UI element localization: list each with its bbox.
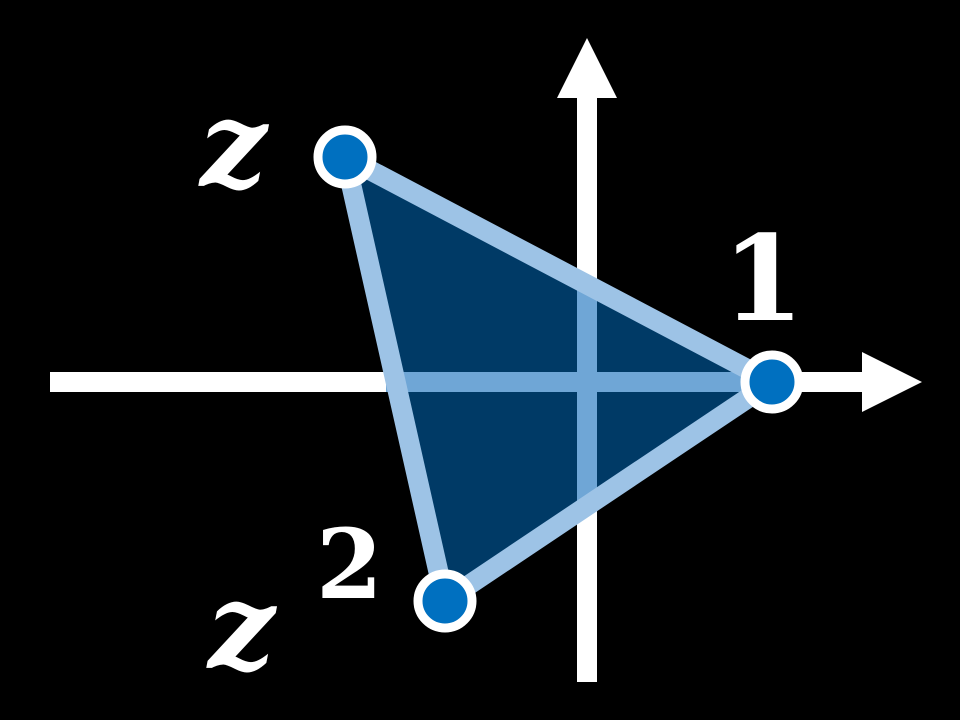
vertex-one [740,350,804,414]
triangle-outline [335,147,782,611]
real-axis-arrowhead [862,352,922,412]
label-z-squared-base: z [206,557,278,696]
label-z-squared-exponent: 2 [316,508,383,621]
label-z: z [198,75,270,214]
vertex-z-squared [413,569,477,633]
label-one: 1 [722,209,804,348]
imaginary-axis-arrowhead [557,38,617,98]
vertex-z [313,125,377,189]
